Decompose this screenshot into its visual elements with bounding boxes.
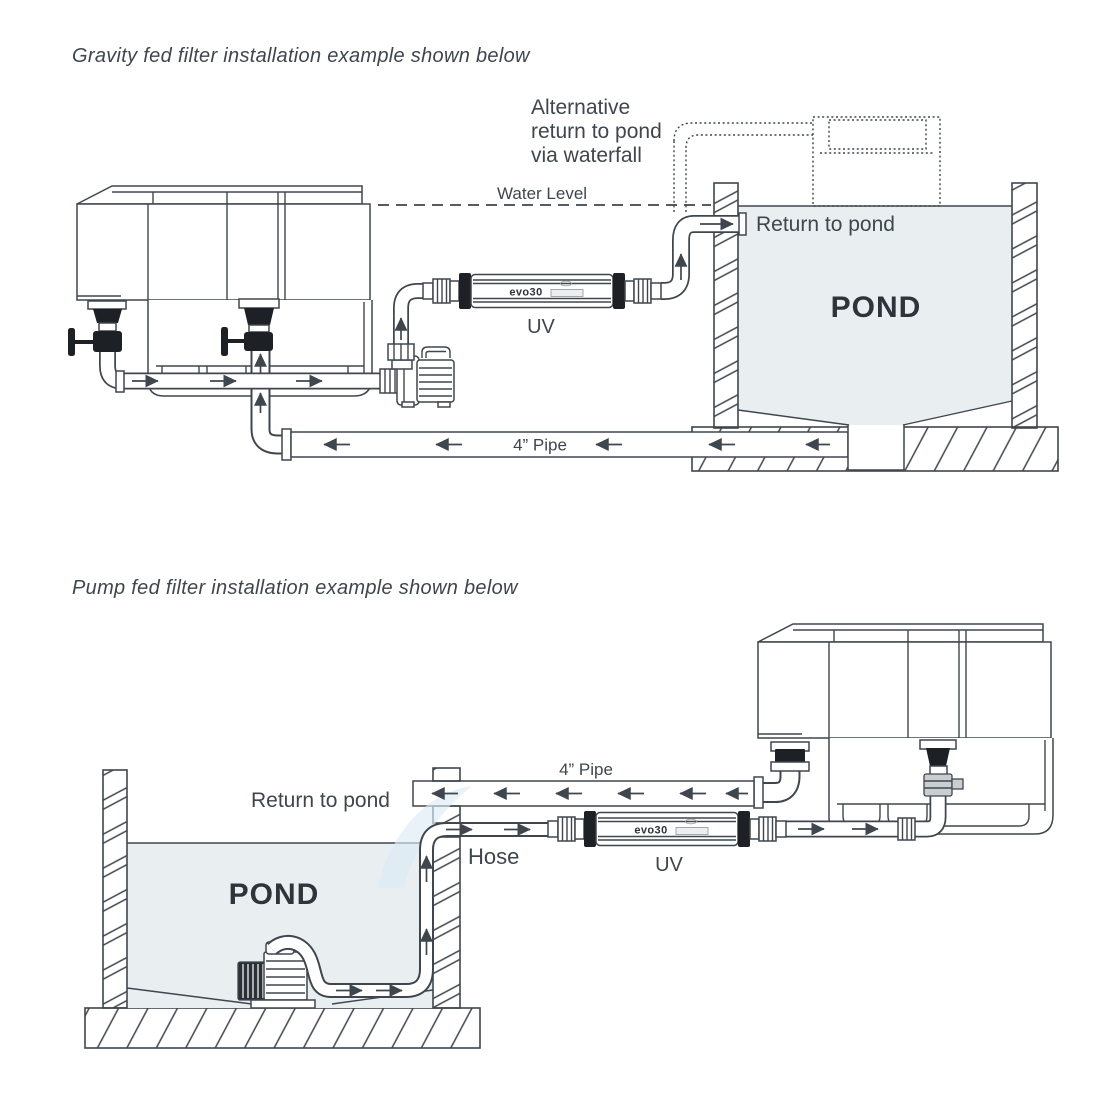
alt-return-label-2: return to pond [531, 120, 662, 143]
waterfall-spillway [828, 119, 927, 150]
bottom-drain [847, 423, 905, 471]
waterfall-box [812, 116, 941, 207]
valve-handle [221, 327, 228, 356]
filter-inlet-valve [919, 739, 964, 797]
pump-fed-diagram: Pump fed filter installation example sho… [72, 577, 1054, 1049]
gravity-fed-diagram: Gravity fed filter installation example … [68, 45, 1059, 472]
alt-return-label-1: Alternative [531, 96, 630, 119]
hose-pipe [266, 822, 548, 998]
pipe-flange [281, 428, 292, 461]
gravity-title: Gravity fed filter installation example … [72, 45, 531, 67]
valve-body [923, 773, 953, 797]
pump-base [250, 999, 316, 1009]
filter-outlet-pipe [99, 352, 382, 393]
uv-clarifier-unit [547, 810, 787, 848]
filter-feed-pipe [786, 795, 947, 841]
filter-feed-pipe [250, 351, 292, 461]
filter-outlet-fitting [770, 741, 810, 772]
pump-motor [416, 359, 455, 403]
water-level-label: Water Level [497, 184, 587, 203]
pipe-flange [738, 212, 747, 236]
filter-inlet-valve [221, 298, 280, 356]
flow-arrows [132, 217, 830, 451]
pump-title: Pump fed filter installation example sho… [72, 577, 519, 599]
pipe-label: 4” Pipe [513, 436, 567, 455]
submersible-pump [237, 941, 316, 1009]
alt-return-label-3: via waterfall [531, 144, 642, 167]
filter-unit [76, 185, 373, 397]
valve-handle [951, 778, 964, 790]
uv-label: UV [655, 854, 683, 876]
flow-arrows [336, 787, 879, 997]
hose-label: Hose [468, 844, 519, 869]
pump-motor [237, 961, 267, 1001]
pump-handle [421, 346, 451, 358]
four-inch-pipe [290, 431, 849, 458]
pipe-flange [753, 776, 764, 809]
waterfall-return [673, 116, 941, 212]
valve-handle [68, 328, 75, 356]
external-pump [379, 283, 455, 408]
valve-body [93, 331, 122, 352]
return-to-pond-label: Return to pond [251, 789, 390, 812]
valve-body [244, 332, 273, 351]
pipe-label: 4” Pipe [559, 760, 613, 779]
ground [84, 1007, 481, 1049]
pond-label: POND [831, 291, 922, 324]
uv-label: UV [527, 316, 555, 338]
filter-left-outlet-valve [68, 300, 127, 356]
pipe-flange [115, 370, 125, 393]
pond-wall-left [102, 769, 128, 1009]
filter-unit [757, 623, 1054, 835]
pond-wall-right [1011, 182, 1038, 429]
pond-label: POND [229, 878, 320, 911]
filter-outlet-elbow [753, 771, 801, 809]
return-to-pond-label: Return to pond [756, 213, 895, 236]
uv-clarifier-unit [422, 272, 662, 310]
